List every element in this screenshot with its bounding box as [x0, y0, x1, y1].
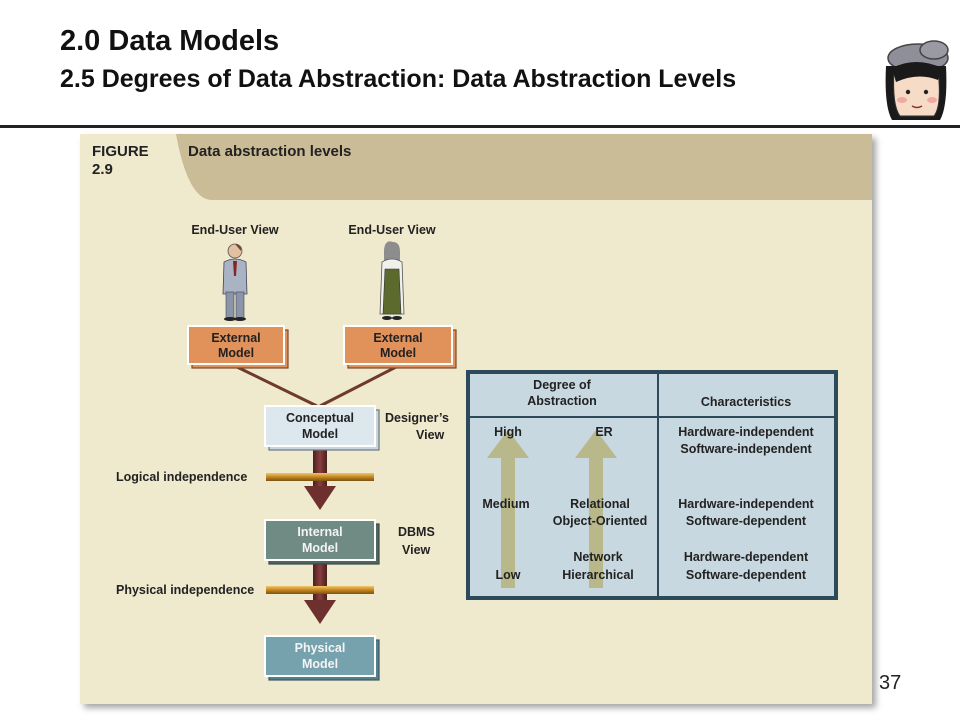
figure-panel: FIGURE 2.9 Data abstraction levels End-U… [80, 134, 872, 704]
abstraction-levels-diagram: FIGURE 2.9 Data abstraction levels End-U… [80, 134, 872, 681]
girl-with-cap-icon [885, 40, 949, 120]
designer-view-line2: View [416, 428, 445, 442]
characteristic-medium-line1: Hardware-independent [678, 497, 814, 511]
figure-number: 2.9 [92, 161, 113, 178]
external-model-1-line2: Model [218, 346, 254, 360]
businessman-icon [222, 243, 248, 321]
businesswoman-icon [379, 241, 405, 320]
level-high: High [494, 425, 522, 439]
dbms-view-line1: DBMS [398, 525, 435, 539]
physical-independence-label: Physical independence [116, 583, 254, 597]
logical-independence-label: Logical independence [116, 470, 247, 484]
external-model-2-line2: Model [380, 346, 416, 360]
physical-model: Physical Model [264, 635, 380, 681]
characteristic-high-line2: Software-independent [680, 442, 812, 456]
model-er: ER [595, 425, 612, 439]
characteristic-low-line2: Software-dependent [686, 568, 807, 582]
model-relational: Relational [570, 497, 630, 511]
dbms-view-line2: View [402, 543, 431, 557]
slide-heading: 2.0 Data Models [60, 25, 280, 57]
characteristic-medium-line2: Software-dependent [686, 514, 807, 528]
conceptual-model: Conceptual Model [264, 405, 380, 451]
connector-external-2 [319, 364, 399, 408]
designer-view-line1: Designer’s [385, 411, 449, 425]
logical-independence-bar [266, 473, 374, 481]
physical-model-line2: Model [302, 657, 338, 671]
connector-external-1 [234, 364, 318, 408]
figure-header-band [80, 134, 872, 200]
header-degree-line1: Degree of [533, 378, 591, 392]
physical-independence-bar [266, 586, 374, 594]
table-body [470, 374, 834, 596]
conceptual-model-line1: Conceptual [286, 411, 354, 425]
model-hierarchical: Hierarchical [562, 568, 634, 582]
level-up-arrow [487, 430, 529, 588]
level-low: Low [496, 568, 521, 582]
flow-arrow [304, 446, 336, 624]
internal-model: Internal Model [264, 519, 380, 565]
external-model-2: External Model [343, 325, 457, 369]
model-network: Network [573, 550, 622, 564]
end-user-view-label-2: End-User View [348, 223, 436, 237]
abstraction-table: Degree of Abstraction Characteristics Hi… [466, 370, 838, 600]
characteristic-high-line1: Hardware-independent [678, 425, 814, 439]
model-up-arrow [575, 430, 617, 588]
header-characteristics: Characteristics [701, 395, 791, 409]
external-model-1-line1: External [211, 331, 260, 345]
external-model-2-line1: External [373, 331, 422, 345]
level-medium: Medium [482, 497, 529, 511]
physical-model-line1: Physical [295, 641, 346, 655]
header-degree-line2: Abstraction [527, 394, 596, 408]
slide-subheading: 2.5 Degrees of Data Abstraction: Data Ab… [60, 65, 737, 93]
external-model-1: External Model [187, 325, 289, 369]
conceptual-model-line2: Model [302, 427, 338, 441]
internal-model-line1: Internal [297, 525, 342, 539]
page-number: 37 [879, 672, 902, 694]
slide-title: 2.0 Data Models 2.5 Degrees of Data Abst… [60, 20, 736, 96]
title-divider [0, 125, 960, 128]
figure-label: FIGURE [92, 143, 149, 160]
internal-model-line2: Model [302, 541, 338, 555]
end-user-view-label-1: End-User View [191, 223, 279, 237]
figure-caption: Data abstraction levels [188, 143, 351, 160]
model-object-oriented: Object-Oriented [553, 514, 647, 528]
characteristic-low-line1: Hardware-dependent [684, 550, 809, 564]
